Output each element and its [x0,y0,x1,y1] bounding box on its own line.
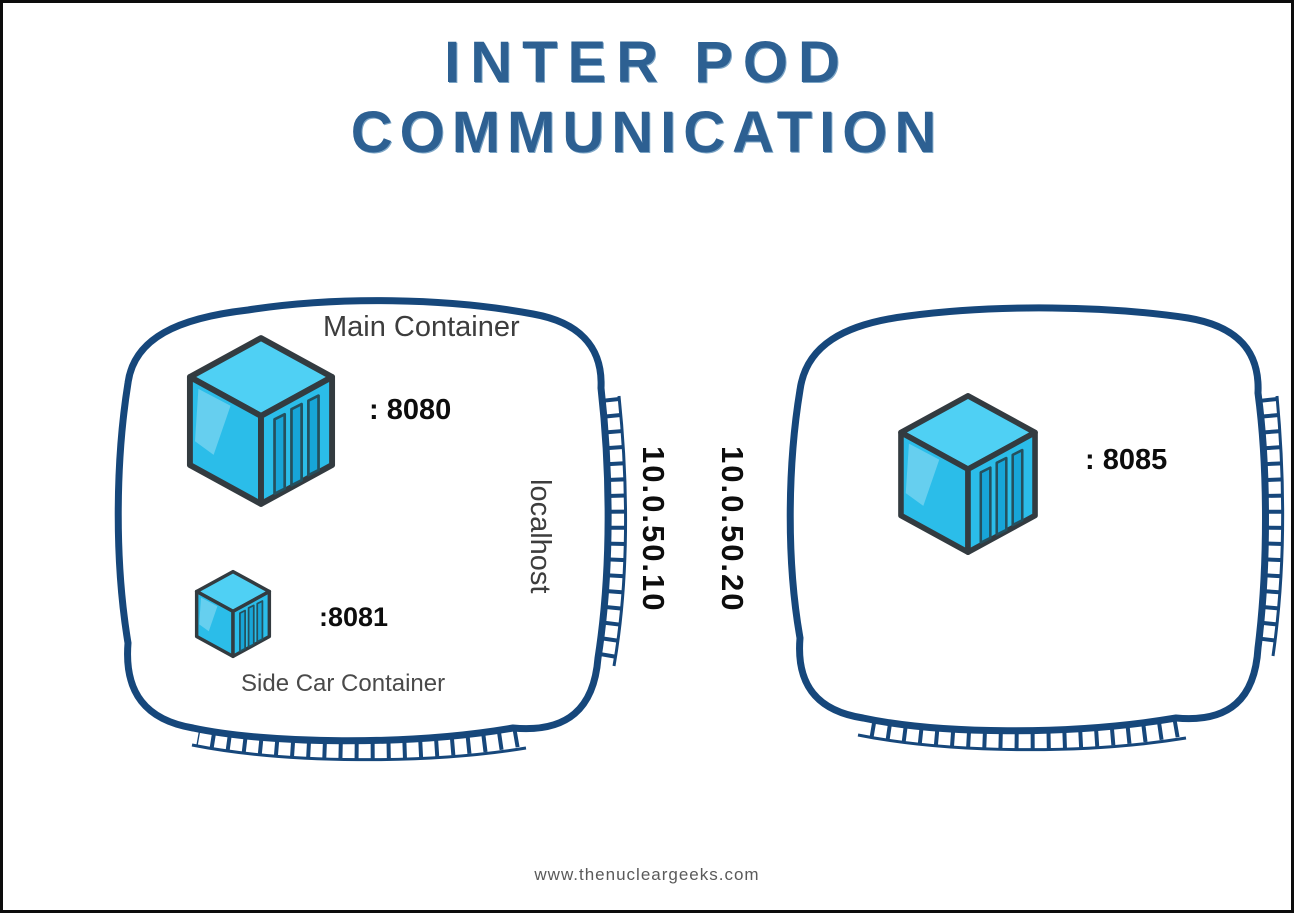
main-container-label: Main Container [323,311,520,343]
main-container-cube-icon [175,333,347,509]
title-line-1: INTER POD [444,30,850,95]
localhost-label: localhost [524,479,556,594]
right-pod-ip: 10.0.50.20 [715,446,750,613]
right-container-port: : 8085 [1085,444,1168,476]
left-pod-ip: 10.0.50.10 [636,446,671,613]
right-container-cube-icon [887,391,1049,557]
sidecar-label: Side Car Container [241,670,446,697]
diagram-title: INTER POD COMMUNICATION [3,31,1291,165]
sidecar-port: :8081 [319,602,389,632]
main-container-port: : 8080 [369,394,452,426]
footer-url: www.thenucleargeeks.com [534,865,760,884]
sidecar-container-cube-icon [189,569,277,659]
title-line-2: COMMUNICATION [350,99,944,165]
